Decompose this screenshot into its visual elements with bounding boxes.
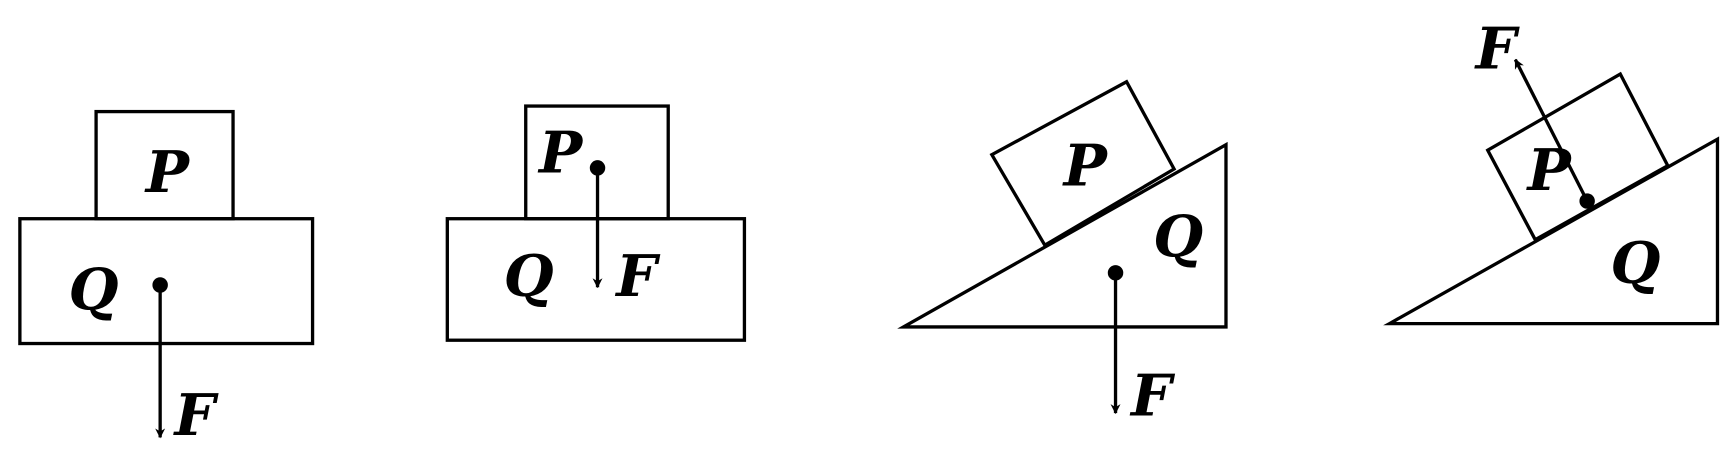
label-p: P — [144, 138, 191, 206]
label-f: F — [173, 381, 220, 449]
label-q: Q — [504, 242, 554, 310]
block-p — [1485, 71, 1670, 242]
incline-q — [897, 141, 1228, 329]
label-f: F — [614, 242, 661, 310]
base-q — [18, 217, 315, 346]
label-q: Q — [1610, 229, 1660, 297]
label-f: F — [1474, 15, 1521, 83]
diagram-3: P Q F — [897, 79, 1228, 429]
label-p: P — [1526, 136, 1573, 204]
label-p: P — [537, 118, 584, 186]
diagram-1: P Q F — [18, 109, 315, 449]
diagram-4: F P Q — [1383, 15, 1720, 326]
label-q: Q — [1153, 202, 1203, 270]
label-p: P — [1062, 132, 1109, 200]
label-q: Q — [68, 255, 118, 323]
force-arrow — [1513, 58, 1589, 202]
label-f: F — [1129, 361, 1176, 429]
block-p — [989, 79, 1177, 248]
diagram-2: P Q F — [445, 104, 747, 342]
